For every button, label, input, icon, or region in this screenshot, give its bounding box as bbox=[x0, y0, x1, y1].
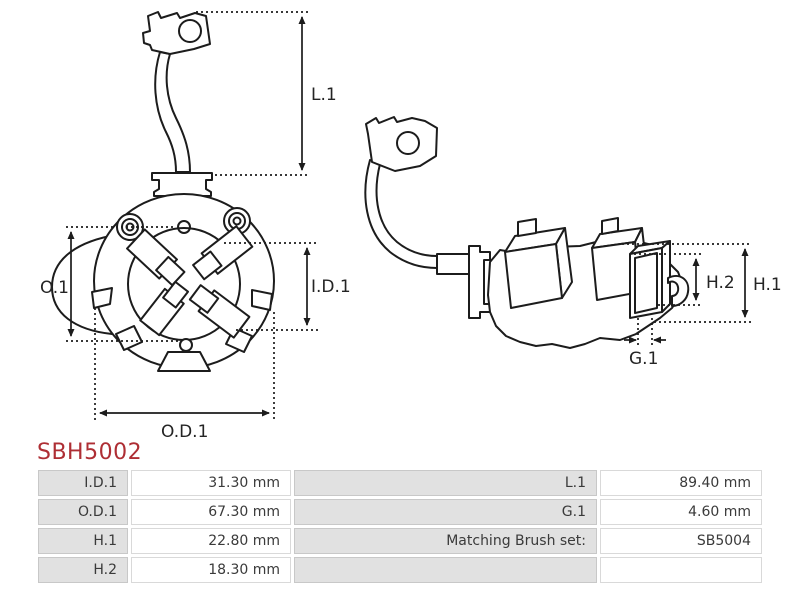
wire-crimp bbox=[436, 253, 470, 275]
brush-box-bottom-left bbox=[139, 280, 190, 337]
spec-value: 89.40 mm bbox=[600, 470, 762, 496]
terminal-lead-drawing bbox=[142, 11, 213, 197]
spec-label: Matching Brush set: bbox=[294, 528, 597, 554]
rim-spring-seats bbox=[91, 287, 273, 372]
box-top-tab bbox=[517, 218, 537, 237]
spec-label: H.1 bbox=[38, 528, 128, 554]
dimension-o1: O.1 bbox=[40, 226, 180, 342]
spec-value: 18.30 mm bbox=[131, 557, 291, 583]
dimension-od1: O.D.1 bbox=[94, 308, 275, 442]
side-brush-box-left bbox=[504, 218, 573, 309]
spec-table: I.D.1 31.30 mm L.1 89.40 mm O.D.1 67.30 … bbox=[38, 470, 762, 583]
screw-boss-right bbox=[223, 207, 251, 235]
part-number-heading: SBH5002 bbox=[37, 440, 143, 465]
spec-label: I.D.1 bbox=[38, 470, 128, 496]
technical-drawing: L.1 bbox=[40, 11, 782, 442]
lead-base-flange bbox=[151, 172, 213, 197]
boss-inner bbox=[232, 216, 242, 226]
brush-side-face bbox=[661, 240, 671, 313]
box-brush bbox=[192, 250, 223, 281]
spec-label: H.2 bbox=[38, 557, 128, 583]
spec-label: O.D.1 bbox=[38, 499, 128, 525]
front-view-drawing bbox=[51, 193, 275, 372]
spring-seat-west bbox=[91, 287, 113, 309]
spring-hook bbox=[667, 274, 690, 307]
brush-front-face bbox=[629, 247, 663, 319]
spec-label: G.1 bbox=[294, 499, 597, 525]
box-brush bbox=[162, 280, 190, 309]
mounting-flange bbox=[468, 245, 491, 319]
dimension-label-g1: G.1 bbox=[629, 349, 658, 369]
dimension-id1: I.D.1 bbox=[224, 242, 351, 331]
carbon-brush-block bbox=[629, 240, 671, 319]
dimension-h2: H.2 bbox=[634, 253, 735, 306]
spring-seat-southwest bbox=[115, 325, 143, 351]
dimension-label-l1: L.1 bbox=[311, 85, 337, 105]
dimension-label-o1: O.1 bbox=[40, 278, 69, 298]
brush-box-top-left bbox=[126, 228, 186, 287]
dimension-label-h2: H.2 bbox=[706, 273, 735, 293]
spec-value bbox=[600, 557, 762, 583]
box-brush bbox=[188, 284, 220, 314]
spec-label: L.1 bbox=[294, 470, 597, 496]
side-terminal-hole bbox=[396, 131, 420, 155]
box-brush bbox=[155, 255, 186, 287]
spec-value: 67.30 mm bbox=[131, 499, 291, 525]
spec-value: 22.80 mm bbox=[131, 528, 291, 554]
dimension-l1: L.1 bbox=[196, 11, 337, 176]
spec-value: 31.30 mm bbox=[131, 470, 291, 496]
brush-box-bottom-right bbox=[188, 284, 251, 339]
pilot-hole-bottom bbox=[179, 338, 193, 352]
brush-box-top-right bbox=[192, 225, 254, 281]
dimension-h1: H.1 bbox=[622, 243, 782, 323]
spec-label bbox=[294, 557, 597, 583]
bottom-keyway-notch bbox=[157, 351, 211, 372]
dimension-g1: G.1 bbox=[624, 318, 666, 369]
lead-wire-path bbox=[154, 51, 191, 173]
spring-seat-east bbox=[251, 289, 273, 311]
spec-value: 4.60 mm bbox=[600, 499, 762, 525]
side-view-drawing bbox=[364, 116, 690, 349]
dimension-label-h1: H.1 bbox=[753, 275, 782, 295]
dimension-label-id1: I.D.1 bbox=[311, 277, 351, 297]
terminal-hole bbox=[178, 19, 202, 43]
side-lead-wire bbox=[364, 159, 438, 269]
spec-value: SB5004 bbox=[600, 528, 762, 554]
dimension-label-od1: O.D.1 bbox=[161, 422, 208, 442]
box-front-face bbox=[504, 243, 563, 309]
box-top-tab bbox=[601, 217, 619, 235]
